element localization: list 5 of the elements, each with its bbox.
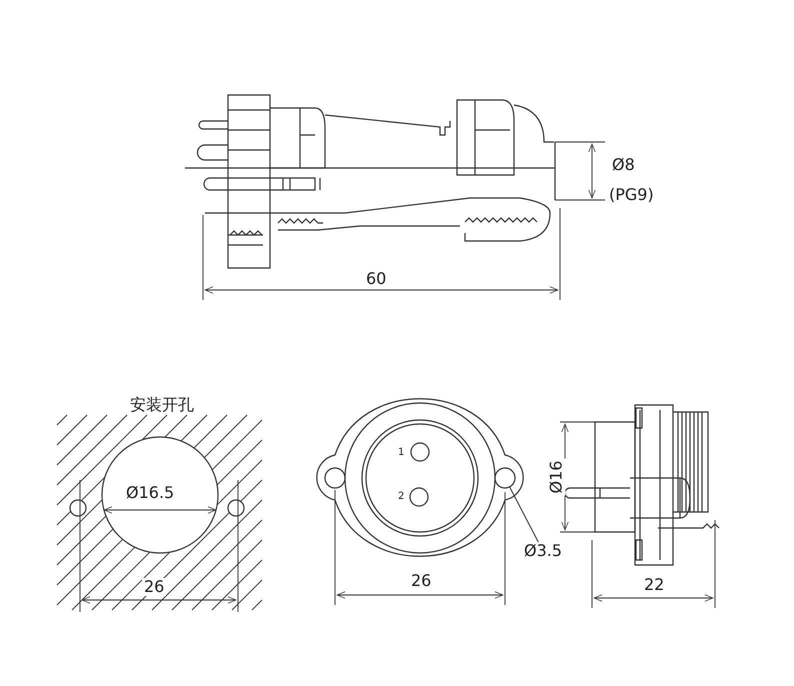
panel-heading: 安装开孔	[128, 396, 196, 414]
mounting-hole	[494, 467, 516, 489]
dimension-label: 26	[142, 578, 166, 596]
dimension-label: Ø16	[547, 458, 566, 496]
leader-line	[509, 486, 539, 542]
